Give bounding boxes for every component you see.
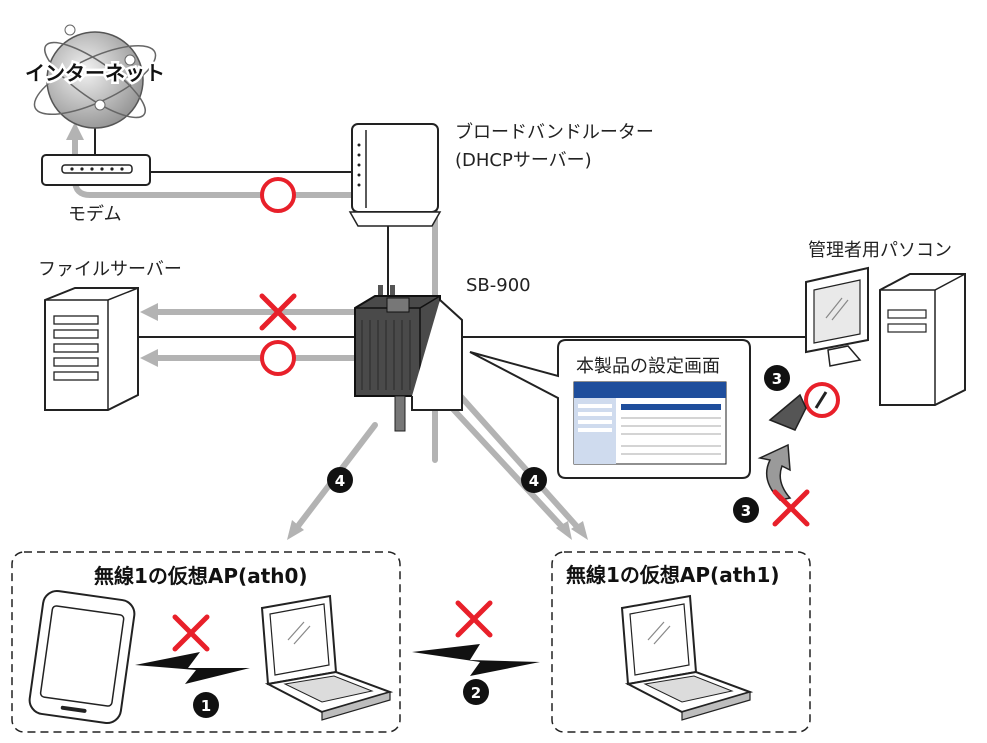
wireless-link-phone-laptop (135, 652, 250, 684)
denied-mark-phone-laptop (172, 614, 210, 652)
internet-globe-icon (33, 24, 157, 129)
modem-icon (41, 154, 151, 186)
router-label-line1: ブロードバンドルーター (455, 121, 654, 143)
svg-text:1: 1 (201, 697, 211, 715)
allowed-mark-internet (260, 177, 296, 213)
laptop-icon-ath0 (260, 594, 394, 721)
device-label: SB-900 (466, 275, 531, 296)
modem-label: モデム (68, 204, 122, 225)
step-badge-4-left: 4 (327, 467, 353, 493)
denied-mark-fileserver (259, 293, 297, 331)
svg-text:2: 2 (471, 684, 481, 702)
ap-ath1-label: 無線1の仮想AP(ath1) (566, 563, 780, 587)
admin-pc-label: 管理者用パソコン (808, 240, 952, 261)
smartphone-icon (28, 590, 136, 724)
wireless-link-ath0-ath1 (412, 644, 540, 676)
sb900-device-icon (354, 285, 463, 432)
router-label-line2: (DHCPサーバー) (455, 150, 592, 171)
denied-mark-admin (772, 489, 810, 527)
step-badge-1: 1 (193, 692, 219, 718)
laptop-icon-ath1 (620, 594, 754, 721)
svg-text:3: 3 (772, 370, 782, 388)
arrowheads (66, 122, 588, 540)
path-to-ath1-b (452, 387, 583, 533)
step-badge-2: 2 (463, 679, 489, 705)
path-to-ath1-a (437, 392, 568, 533)
admin-access-arrow-up (768, 393, 807, 431)
allowed-mark-fileserver (260, 340, 296, 376)
svg-text:4: 4 (335, 472, 345, 490)
step-badge-4-right: 4 (521, 467, 547, 493)
svg-text:4: 4 (529, 472, 539, 490)
step-badge-3-top: 3 (764, 365, 790, 391)
ap-ath0-label: 無線1の仮想AP(ath0) (94, 564, 308, 588)
internet-label: インターネット (25, 61, 165, 85)
denied-mark-ath0-ath1 (455, 600, 493, 638)
router-icon (348, 123, 442, 227)
allowed-mark-admin (804, 382, 840, 418)
svg-text:3: 3 (741, 502, 751, 520)
settings-screen-callout (469, 339, 751, 479)
admin-pc-icon (805, 266, 966, 406)
settings-screen-label: 本製品の設定画面 (576, 356, 720, 377)
ap-group-ath1 (551, 551, 811, 733)
ap-group-ath0 (11, 551, 401, 733)
file-server-label: ファイルサーバー (38, 259, 182, 280)
file-server-icon (44, 287, 139, 411)
step-badge-3-bottom: 3 (733, 497, 759, 523)
traffic-paths (72, 132, 583, 533)
admin-access-arrow-blocked (757, 443, 792, 501)
